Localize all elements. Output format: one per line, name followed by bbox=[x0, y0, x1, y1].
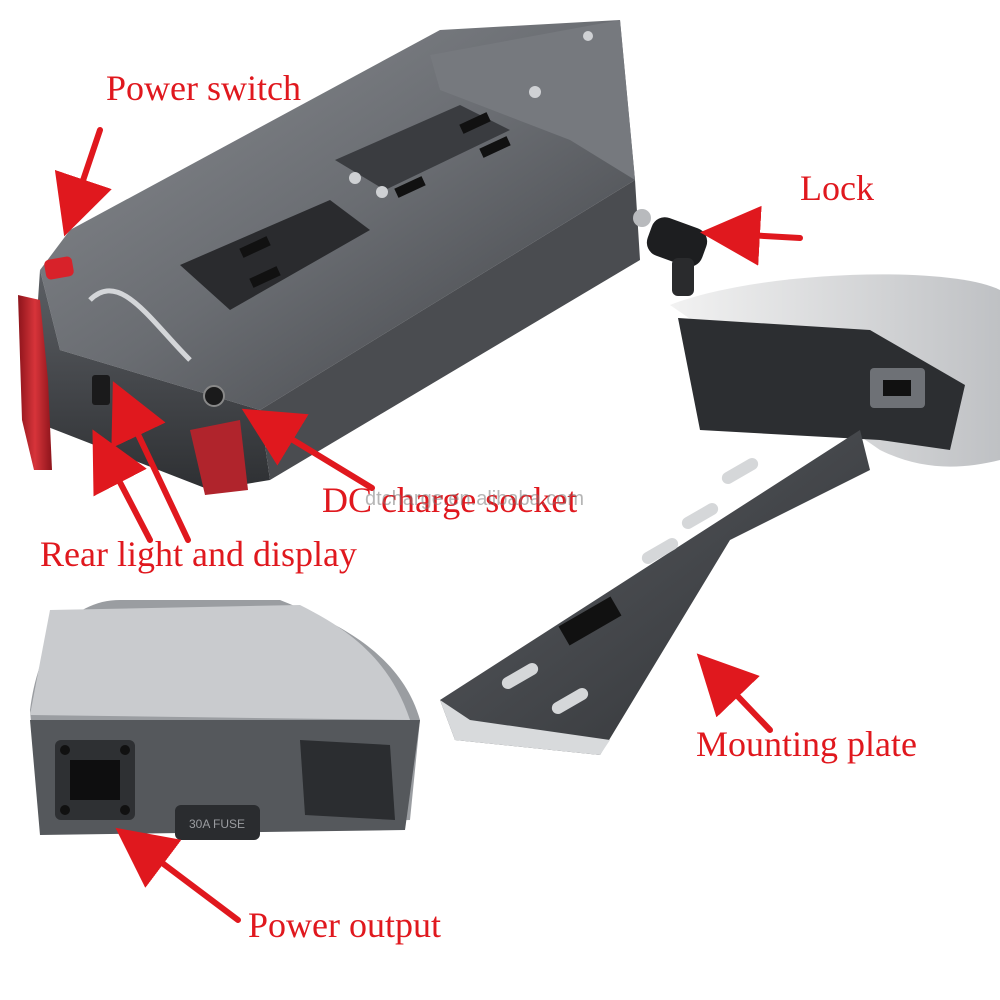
housing-screw-4 bbox=[120, 805, 130, 815]
label-mounting-plate: Mounting plate bbox=[696, 724, 917, 764]
arrow-rear-light-1 bbox=[92, 429, 153, 543]
housing-screw-3 bbox=[60, 805, 70, 815]
arrow-mounting-plate bbox=[696, 653, 773, 733]
output-connector-pins bbox=[70, 760, 120, 800]
slot-2 bbox=[249, 266, 281, 288]
arrow-rear-light-2 bbox=[111, 381, 191, 543]
arrow-power-switch bbox=[54, 127, 112, 237]
screw-4 bbox=[583, 31, 593, 41]
fuse-cover bbox=[175, 805, 260, 840]
fuse-label: 30A FUSE bbox=[189, 817, 245, 831]
label-power-switch: Power switch bbox=[106, 68, 301, 108]
slot-5 bbox=[394, 176, 426, 198]
bottom-recess bbox=[300, 740, 395, 820]
lock-key bbox=[646, 217, 708, 267]
label-dc-charge-socket: DC charge socket bbox=[322, 480, 578, 520]
end-connector-pin bbox=[883, 380, 911, 396]
lock-cylinder bbox=[633, 209, 651, 227]
rear-light bbox=[18, 295, 52, 470]
bottom-battery-end: 30A FUSE bbox=[30, 600, 420, 840]
handle-bar bbox=[88, 288, 192, 362]
plate-slot-1 bbox=[721, 458, 759, 484]
housing-screw-2 bbox=[120, 745, 130, 755]
battery-rear-block bbox=[430, 20, 635, 180]
plate-slot-4 bbox=[558, 596, 622, 646]
screw-2 bbox=[376, 186, 388, 198]
power-switch bbox=[44, 256, 74, 280]
slot-3 bbox=[459, 112, 491, 134]
arrow-lock bbox=[700, 205, 803, 266]
arrow-power-output bbox=[115, 827, 241, 923]
lock-key-tab bbox=[672, 258, 694, 296]
plate-slot-5 bbox=[501, 663, 539, 689]
mounting-plate-assembly bbox=[440, 274, 1000, 755]
label-rear-light-display: Rear light and display bbox=[40, 534, 357, 574]
rear-light-lower bbox=[190, 420, 248, 495]
label-lock: Lock bbox=[800, 168, 874, 208]
plate-slot-2 bbox=[681, 503, 719, 529]
slot-4 bbox=[479, 136, 511, 158]
arrow-dc-socket bbox=[241, 408, 375, 491]
plate-slot-6 bbox=[551, 688, 589, 714]
plate-end-inner bbox=[678, 318, 965, 450]
display-strip bbox=[92, 375, 110, 405]
bottom-shell-top bbox=[30, 605, 410, 720]
slot-1 bbox=[239, 236, 271, 258]
top-battery bbox=[18, 20, 708, 495]
screw-3 bbox=[529, 86, 541, 98]
watermark: dtcharge.en.alibaba.com bbox=[365, 488, 585, 510]
plate-rim bbox=[440, 700, 610, 755]
housing-screw-1 bbox=[60, 745, 70, 755]
screw-1 bbox=[349, 172, 361, 184]
dc-socket bbox=[203, 385, 225, 407]
battery-right-face bbox=[260, 180, 640, 480]
top-pad-large bbox=[180, 200, 370, 310]
plate-slot-3 bbox=[641, 538, 679, 564]
label-power-output: Power output bbox=[248, 905, 441, 945]
arrows bbox=[54, 127, 803, 923]
plate-body bbox=[440, 430, 870, 755]
